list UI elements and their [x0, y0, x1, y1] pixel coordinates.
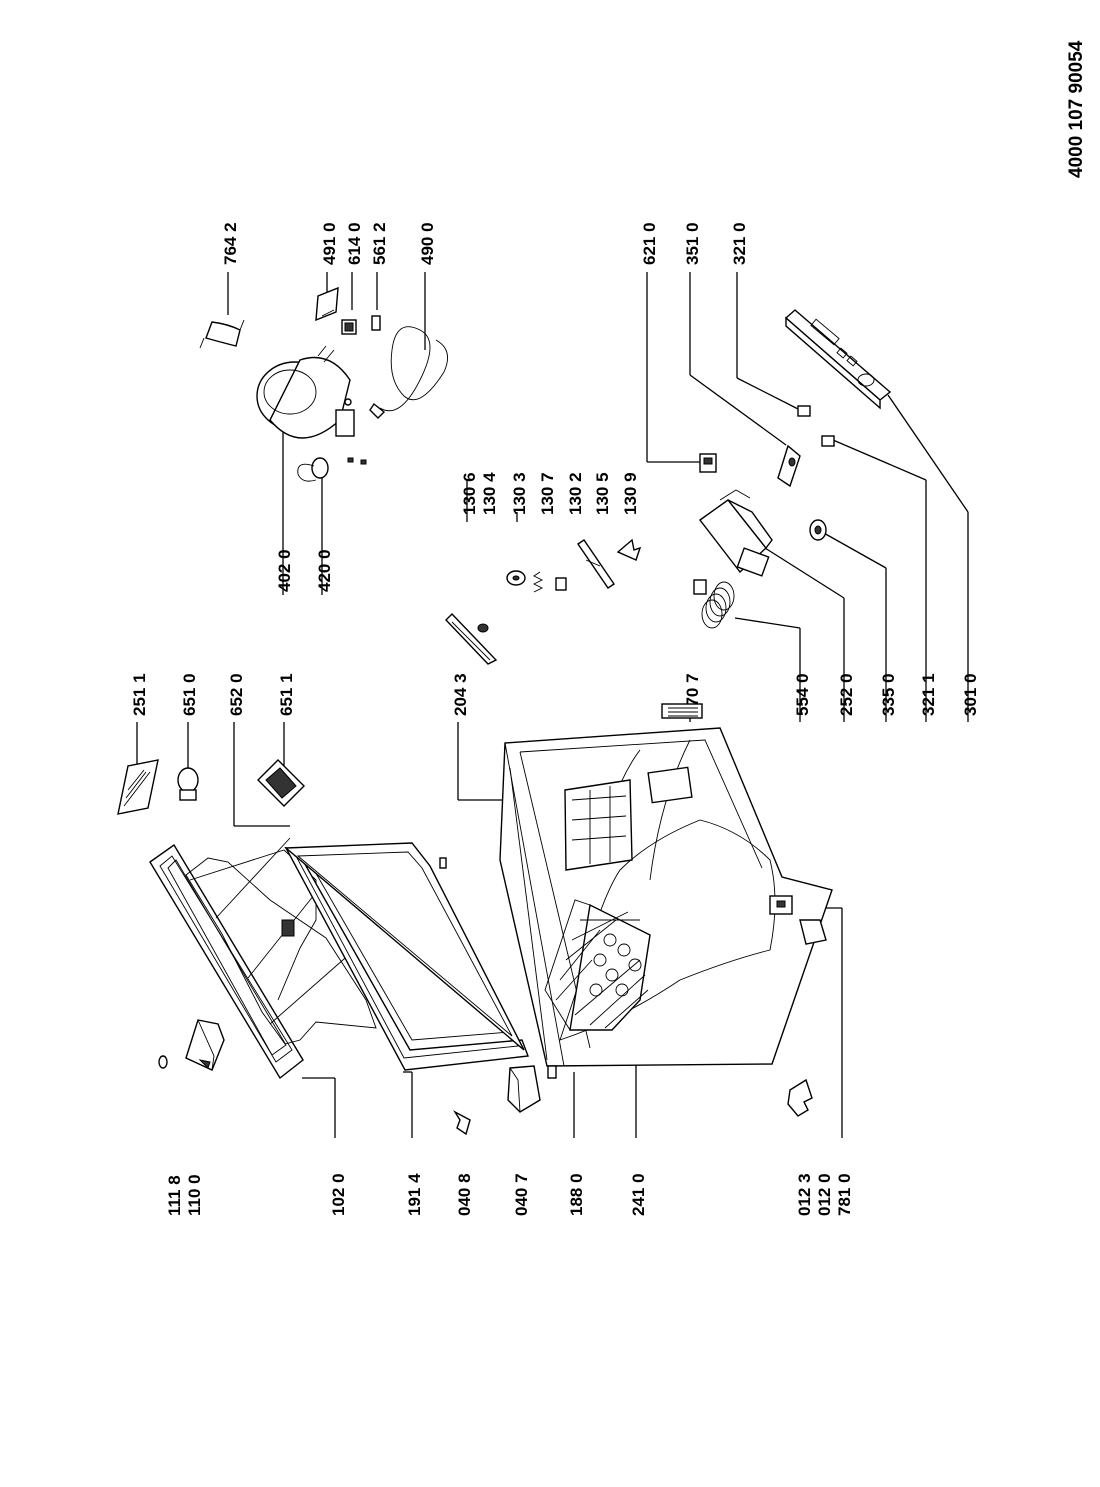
- part-label-490-0: 490 0: [418, 222, 437, 265]
- part-614-0-box: [341, 319, 357, 335]
- part-label-040-7: 040 7: [512, 1173, 531, 1216]
- part-204-3-divider: [564, 766, 693, 871]
- part-label-130-7: 130 7: [538, 472, 557, 515]
- part-402-0-compressor: [256, 345, 355, 439]
- part-252-0-control-housing: [699, 489, 773, 577]
- part-040-8-clip: [453, 1110, 471, 1136]
- part-label-252-0: 252 0: [837, 673, 856, 716]
- part-321-0-indicator: [797, 405, 811, 417]
- part-102-0-lid: [149, 837, 377, 1080]
- leader-252-0b: [764, 547, 845, 599]
- part-130-6-rail: [445, 612, 498, 665]
- part-012-3-bracket: [787, 1078, 813, 1117]
- part-label-335-0: 335 0: [879, 673, 898, 716]
- part-label-621-0: 621 0: [640, 222, 659, 265]
- part-070-7-grille: [661, 703, 703, 719]
- part-321-1-indicator: [821, 435, 835, 447]
- part-label-130-4: 130 4: [480, 472, 499, 515]
- leader-321-1b: [832, 439, 927, 481]
- part-label-110-0: 110 0: [185, 1174, 204, 1216]
- part-label-402-0: 402 0: [275, 549, 294, 592]
- label-group-middle: 251 1 651 0 652 0 651 1 204 3 070 7 554 …: [130, 673, 980, 716]
- part-188-0-foot: [547, 1065, 557, 1079]
- part-561-2-connector: [371, 315, 381, 331]
- leader-554-0b: [734, 617, 801, 629]
- part-040-7-hinge-cover: [507, 1065, 541, 1113]
- part-241-0-basket: [544, 899, 651, 1031]
- part-label-012-3: 012 3: [795, 1173, 814, 1216]
- part-130-3-washer: [506, 570, 526, 586]
- part-label-188-0: 188 0: [567, 1173, 586, 1216]
- part-label-012-0: 012 0: [815, 1173, 834, 1216]
- part-301-0-control-panel: [784, 309, 892, 410]
- part-335-0-dial: [809, 519, 827, 541]
- part-012-0-foot: [769, 895, 827, 945]
- part-label-321-1: 321 1: [919, 673, 938, 716]
- part-130-7-spring: [532, 571, 544, 593]
- part-251-1-light-cover: [117, 759, 159, 815]
- part-label-130-2: 130 2: [566, 472, 585, 515]
- part-554-0-capillary: [693, 579, 735, 629]
- part-351-0-knob: [777, 444, 801, 488]
- part-label-321-0: 321 0: [730, 222, 749, 265]
- label-group-compressor: 402 0 420 0 130 6 130 4 130 3 130 7 130 …: [275, 472, 640, 592]
- part-label-351-0: 351 0: [683, 222, 702, 265]
- part-label-241-0: 241 0: [629, 1173, 648, 1216]
- part-191-4-gasket: [284, 842, 529, 1071]
- part-111-8-ring: [158, 1055, 168, 1069]
- part-label-102-0: 102 0: [329, 1173, 348, 1216]
- part-label-130-3: 130 3: [510, 472, 529, 515]
- part-label-781-0: 781 0: [835, 1173, 854, 1216]
- part-110-0-handle: [185, 1019, 225, 1071]
- part-491-0-bracket: [315, 286, 339, 322]
- leader-321-0b: [736, 377, 801, 411]
- part-621-0-switch: [699, 453, 717, 473]
- part-130-9-clip: [616, 538, 642, 561]
- part-label-420-0: 420 0: [315, 549, 334, 592]
- part-651-1-lamp-housing: [257, 759, 305, 807]
- part-130-2-bushing: [555, 577, 567, 591]
- label-group-top-right: 764 2 491 0 614 0 561 2 490 0 621 0 351 …: [221, 222, 749, 265]
- part-label-301-0: 301 0: [961, 673, 980, 716]
- leader-335-0b: [821, 531, 887, 569]
- leader-351-0b: [689, 374, 787, 446]
- leader-lines: [136, 272, 969, 1138]
- part-label-130-9: 130 9: [621, 472, 640, 515]
- leader-301-0b: [887, 394, 969, 513]
- part-label-651-0: 651 0: [180, 673, 199, 716]
- part-490-0-power-cord: [369, 326, 449, 419]
- part-420-0-relay: [297, 457, 367, 482]
- part-label-651-1: 651 1: [277, 673, 296, 716]
- part-label-111-8: 111 8: [165, 1175, 184, 1216]
- part-label-561-2: 561 2: [370, 222, 389, 265]
- part-label-491-0: 491 0: [320, 222, 339, 265]
- label-group-left: 111 8 110 0 102 0 191 4 040 8 040 7 188 …: [165, 1173, 854, 1216]
- part-label-191-4: 191 4: [405, 1173, 424, 1216]
- part-label-614-0: 614 0: [345, 222, 364, 265]
- part-130-4-nut: [477, 623, 489, 633]
- part-label-130-5: 130 5: [593, 472, 612, 515]
- part-label-554-0: 554 0: [793, 673, 812, 716]
- part-label-040-8: 040 8: [455, 1173, 474, 1216]
- part-label-204-3: 204 3: [451, 673, 470, 716]
- part-651-0-lamp: [177, 767, 199, 801]
- part-764-2-filter-drier: [199, 319, 245, 349]
- document-number: 4000 107 90054: [1066, 40, 1087, 178]
- part-label-251-1: 251 1: [130, 673, 149, 716]
- part-label-652-0: 652 0: [227, 673, 246, 716]
- part-label-130-6: 130 6: [460, 472, 479, 515]
- part-130-5-bar: [577, 539, 615, 589]
- part-label-764-2: 764 2: [221, 222, 240, 265]
